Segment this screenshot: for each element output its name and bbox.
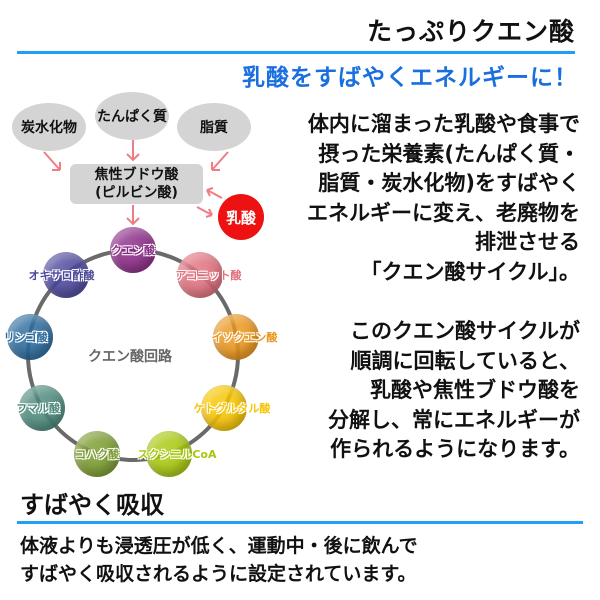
page-title: たっぷりクエン酸: [366, 17, 575, 46]
lactic-acid-circle: 乳酸: [218, 194, 264, 240]
cycle-node: [19, 384, 66, 431]
cycle-node-label: アコニット酸: [175, 268, 242, 282]
absorption-heading: すばやく吸収: [20, 491, 164, 519]
subtitle: 乳酸をすばやくエネルギーに！: [242, 65, 578, 91]
source-protein: たんぱく質: [95, 92, 169, 140]
cycle-node-label: コハク酸: [75, 447, 120, 461]
cycle-node-label: イソクエン酸: [211, 330, 278, 344]
cycle-node: [213, 313, 260, 360]
description-paragraph-2: このクエン酸サイクルが 順調に回転していると、 乳酸や焦性ブドウ酸を 分解し、常…: [328, 319, 580, 461]
arrows: [43, 140, 229, 226]
cycle-node-label: スクシニルCoA: [137, 447, 217, 461]
cycle-node: [42, 251, 89, 298]
cycle-node-label: フマル酸: [16, 401, 61, 415]
cycle-node-label: オキサロ酢酸: [28, 268, 95, 282]
cycle-node: [74, 430, 121, 477]
cycle-node: [6, 313, 53, 360]
source-carbohydrate: 炭水化物: [12, 103, 86, 151]
cycle-node-label: リンゴ酸: [3, 330, 48, 344]
absorption-divider: [17, 521, 583, 524]
cycle-node-label: クエン酸: [111, 244, 155, 257]
cycle-node: [145, 430, 192, 477]
absorption-text: 体液よりも浸透圧が低く、運動中・後に飲んで すばやく吸収されるように設定されてい…: [20, 535, 418, 585]
description-paragraph-1: 体内に溜まった乳酸や食事で 摂った栄養素(たんぱく質・ 脂質・炭水化物)をすばや…: [307, 112, 580, 284]
pyruvate-box: 焦性ブドウ酸 (ピルビン酸): [70, 164, 203, 204]
cycle-node-label: ケトグルタル酸: [193, 401, 271, 415]
title-divider: [17, 51, 575, 54]
cycle-node: [110, 227, 156, 273]
cycle-node: [200, 384, 247, 431]
pyruvate-label: 焦性ブドウ酸: [94, 167, 179, 183]
source-fat: 脂質: [177, 103, 251, 151]
cycle-title: クエン酸回路: [88, 349, 172, 365]
cycle-node: [177, 251, 224, 298]
pyruvate-alt-label: (ピルビン酸): [95, 185, 178, 201]
